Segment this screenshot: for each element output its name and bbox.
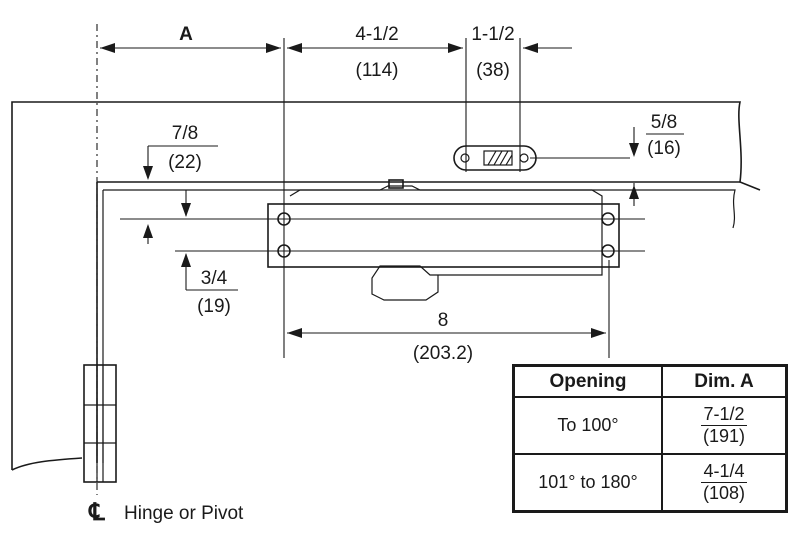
- dimension-7-8-label: 7/8: [172, 123, 198, 144]
- door-closer-body: [267, 179, 620, 301]
- frame-inner-line: [103, 189, 736, 229]
- dimension-4-1-2: [287, 43, 463, 53]
- table-header-row: Opening Dim. A: [512, 364, 788, 398]
- dimension-1-1-2-label: 1-1/2: [471, 24, 514, 45]
- dimension-38-label: (38): [476, 60, 510, 81]
- hinge: [83, 364, 117, 483]
- arm-shoe-bracket: [453, 145, 537, 171]
- fraction-value: 4-1/4 (108): [701, 461, 747, 504]
- fraction-denominator: (108): [702, 483, 746, 503]
- table-cell-dim-a: 4-1/4 (108): [661, 453, 788, 513]
- door-bottom-edge: [11, 457, 83, 471]
- dimension-5-8: [629, 127, 639, 206]
- fraction-numerator: 7-1/2: [701, 404, 747, 426]
- table-row: To 100° 7-1/2 (191): [512, 396, 788, 455]
- hinge-caption: Hinge or Pivot: [124, 503, 244, 524]
- table-cell-opening: To 100°: [512, 396, 663, 455]
- dimension-3-4: [181, 253, 238, 291]
- dimension-19-label: (19): [197, 296, 231, 317]
- dimension-22-label: (22): [168, 152, 202, 173]
- dimension-5-8-label: 5/8: [651, 112, 677, 133]
- dimension-16-label: (16): [647, 138, 681, 159]
- dimension-8-label: 8: [438, 310, 449, 331]
- table-header-dim-a: Dim. A: [661, 364, 788, 398]
- table-cell-opening: 101° to 180°: [512, 453, 663, 513]
- dimension-8: [287, 328, 606, 338]
- dimension-203-2-label: (203.2): [413, 343, 473, 364]
- fraction-denominator: (191): [702, 426, 746, 446]
- dimension-3-4-label: 3/4: [201, 268, 228, 289]
- dimension-1-1-2: [523, 43, 572, 53]
- dimension-a: [100, 43, 281, 53]
- dimension-114-label: (114): [356, 60, 399, 81]
- table-header-opening: Opening: [512, 364, 663, 398]
- table-cell-dim-a: 7-1/2 (191): [661, 396, 788, 455]
- dimension-a-label: A: [179, 24, 193, 45]
- dimension-7-8: [143, 145, 218, 244]
- table-row: 101° to 180° 4-1/4 (108): [512, 453, 788, 513]
- dimension-4-1-2-label: 4-1/2: [355, 24, 398, 45]
- door-frame-outline: [11, 101, 761, 470]
- fraction-value: 7-1/2 (191): [701, 404, 747, 447]
- centerline-symbol: ℄: [88, 499, 105, 526]
- dimension-a-table: Opening Dim. A To 100° 7-1/2 (191) 101° …: [512, 364, 788, 513]
- fraction-numerator: 4-1/4: [701, 461, 747, 483]
